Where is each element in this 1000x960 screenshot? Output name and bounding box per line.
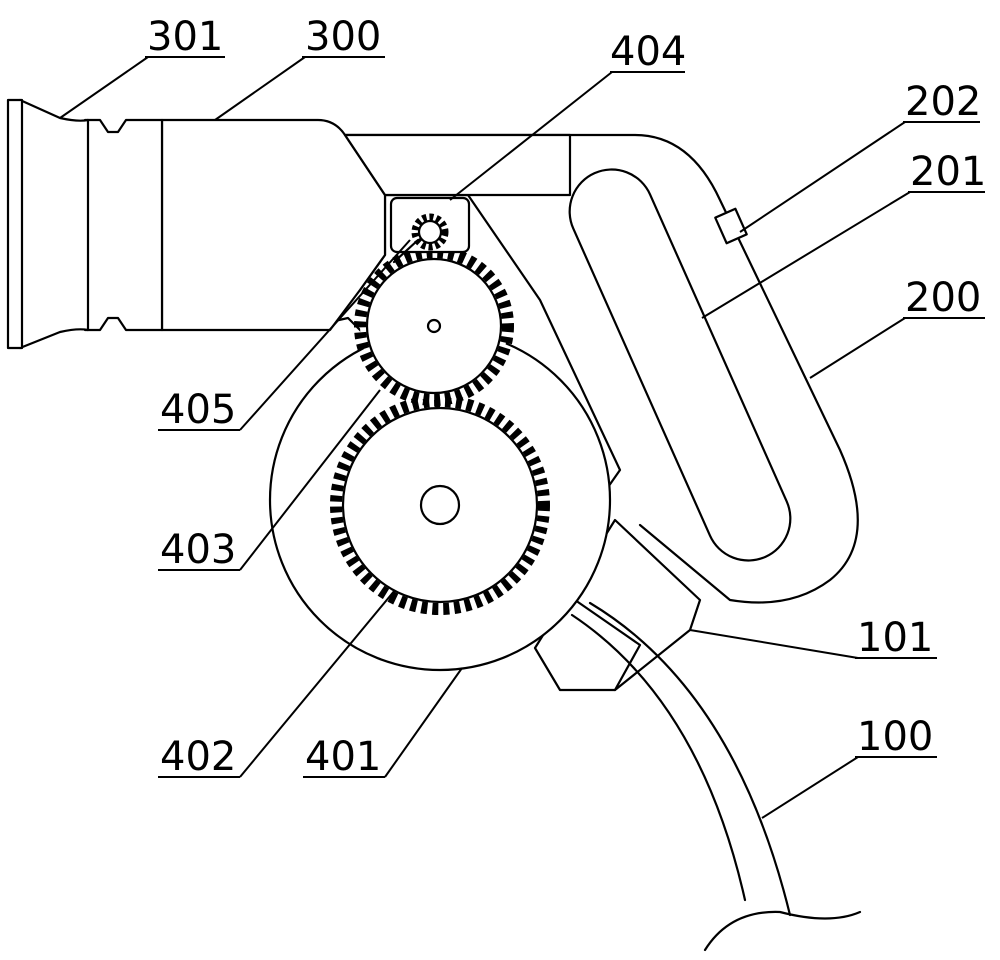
- gear-402-hub: [419, 484, 461, 526]
- leader-405: [239, 239, 411, 431]
- leader-202: [739, 121, 906, 233]
- cable-100-left: [570, 613, 747, 902]
- pinion-404: [417, 219, 443, 245]
- label-405: 405: [160, 387, 236, 433]
- leader-200: [809, 317, 906, 379]
- leader-402: [239, 589, 396, 778]
- nozzle-301-collar: [83, 118, 164, 332]
- label-200: 200: [905, 275, 981, 321]
- label-101: 101: [857, 615, 933, 661]
- arm-connector: [343, 133, 572, 197]
- housing-200-outline: [328, 133, 859, 604]
- tab-202: [714, 207, 748, 245]
- label-401: 401: [305, 734, 381, 780]
- label-201: 201: [910, 149, 986, 195]
- label-202: 202: [905, 79, 981, 125]
- leader-404: [449, 71, 613, 201]
- nozzle-301-rim: [6, 98, 24, 350]
- head-300: [160, 118, 387, 332]
- leader-101: [689, 629, 859, 659]
- label-underlines: [145, 56, 985, 778]
- leader-301: [59, 56, 149, 119]
- nozzle-301-cone: [18, 98, 90, 350]
- hand-outline: [703, 910, 862, 952]
- label-100: 100: [857, 714, 933, 760]
- leader-401: [384, 667, 463, 778]
- leader-lines: [59, 56, 911, 819]
- label-403: 403: [160, 527, 236, 573]
- reference-labels: 301 300 404 202 201 200 405 403 402 401 …: [147, 14, 986, 780]
- pinion-link-405: [392, 238, 420, 264]
- leader-201: [701, 191, 911, 319]
- label-404: 404: [610, 29, 686, 75]
- label-301: 301: [147, 14, 223, 60]
- cable-100-right: [588, 601, 792, 917]
- label-402: 402: [160, 734, 236, 780]
- label-300: 300: [305, 14, 381, 60]
- gear-403-hub: [426, 318, 442, 334]
- leader-403: [239, 389, 381, 571]
- slot-201: [568, 168, 792, 562]
- leader-300: [214, 56, 306, 121]
- base-block-101-edge: [573, 598, 642, 692]
- leader-100: [761, 756, 859, 819]
